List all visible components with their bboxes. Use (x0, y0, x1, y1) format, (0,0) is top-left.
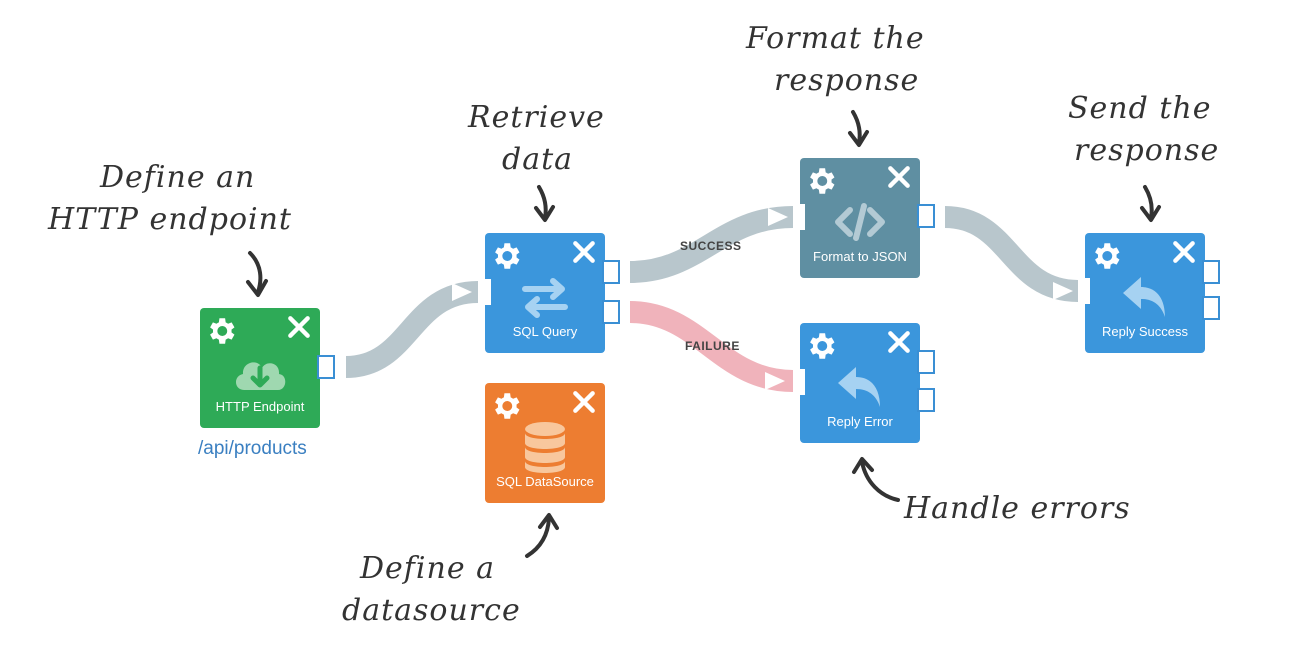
output-port[interactable] (917, 350, 935, 374)
http-endpoint-node[interactable]: HTTP Endpoint (200, 308, 335, 428)
annotation-retrieve: Retrieve data (468, 97, 605, 181)
close-icon[interactable] (886, 329, 912, 355)
annotation-line: Handle errors (904, 491, 1131, 526)
sql-query-node[interactable]: SQL Query (479, 233, 620, 353)
node-label: Format to JSON (813, 249, 907, 264)
gear-icon[interactable] (804, 164, 838, 198)
node-label: Reply Success (1102, 324, 1188, 339)
close-icon[interactable] (1171, 239, 1197, 265)
close-icon[interactable] (286, 314, 312, 340)
output-port[interactable] (917, 204, 935, 228)
annotation-line: HTTP endpoint (48, 202, 292, 237)
annotation-line: Send the (1068, 91, 1212, 126)
annotation-arrow-retrieve (537, 185, 548, 220)
annotation-arrow-datasource (525, 516, 551, 558)
node-label: Reply Error (827, 414, 893, 429)
reply-success-node[interactable]: Reply Success (1078, 233, 1220, 353)
input-port[interactable] (793, 369, 805, 395)
annotation-arrow-format (851, 110, 862, 145)
endpoint-url[interactable]: /api/products (198, 438, 307, 459)
input-port[interactable] (1078, 278, 1090, 304)
connector-arrow-sql (452, 283, 472, 301)
failure-port[interactable] (602, 300, 620, 324)
cloud-download-icon (235, 362, 286, 390)
annotation-send: Send the response (1068, 88, 1219, 172)
annotation-arrow-endpoint (248, 251, 263, 294)
gear-icon[interactable] (489, 389, 523, 423)
gear-icon[interactable] (1089, 239, 1123, 273)
swap-arrows-icon (522, 278, 568, 318)
code-icon (835, 203, 885, 241)
close-icon[interactable] (571, 389, 597, 415)
gear-icon[interactable] (804, 329, 838, 363)
input-port[interactable] (479, 279, 491, 305)
output-port[interactable] (1202, 296, 1220, 320)
connector-arrow-format (768, 208, 788, 226)
input-port[interactable] (793, 204, 805, 230)
connector-http-to-sql (345, 281, 479, 378)
reply-arrow-icon (1123, 277, 1165, 317)
annotation-line: response (774, 63, 920, 98)
close-icon[interactable] (886, 164, 912, 190)
database-icon (525, 422, 565, 473)
reply-error-node[interactable]: Reply Error (793, 323, 935, 443)
annotation-line: datasource (342, 593, 521, 628)
annotation-line: Define a (360, 551, 496, 586)
node-label: SQL Query (512, 324, 578, 339)
gear-icon[interactable] (489, 239, 523, 273)
success-port[interactable] (602, 260, 620, 284)
node-label: HTTP Endpoint (215, 399, 305, 414)
connector-arrow-error (765, 372, 785, 390)
annotation-line: Define an (100, 160, 256, 195)
annotation-line: Retrieve (468, 100, 605, 135)
annotation-line: Format the (746, 21, 925, 56)
annotation-format: Format the response (746, 18, 925, 102)
annotation-datasource: Define a datasource (342, 548, 521, 632)
sql-datasource-node[interactable]: SQL DataSource (485, 383, 605, 503)
annotation-line: response (1074, 133, 1220, 168)
annotation-line: data (502, 142, 574, 177)
output-port[interactable] (1202, 260, 1220, 284)
format-json-node[interactable]: Format to JSON (793, 158, 935, 278)
connector-format-to-success (944, 206, 1079, 302)
annotation-arrow-errors (860, 460, 900, 502)
gear-icon[interactable] (204, 314, 238, 348)
node-label: SQL DataSource (496, 474, 594, 489)
close-icon[interactable] (571, 239, 597, 265)
output-port[interactable] (317, 355, 335, 379)
route-label-success: SUCCESS (680, 239, 742, 253)
reply-arrow-icon (838, 367, 880, 407)
output-port[interactable] (917, 388, 935, 412)
annotation-errors: Handle errors (904, 488, 1131, 530)
connector-arrow-success (1053, 282, 1073, 300)
route-label-failure: FAILURE (685, 339, 740, 353)
annotation-arrow-send (1143, 185, 1154, 220)
annotation-endpoint: Define an HTTP endpoint (48, 157, 292, 241)
